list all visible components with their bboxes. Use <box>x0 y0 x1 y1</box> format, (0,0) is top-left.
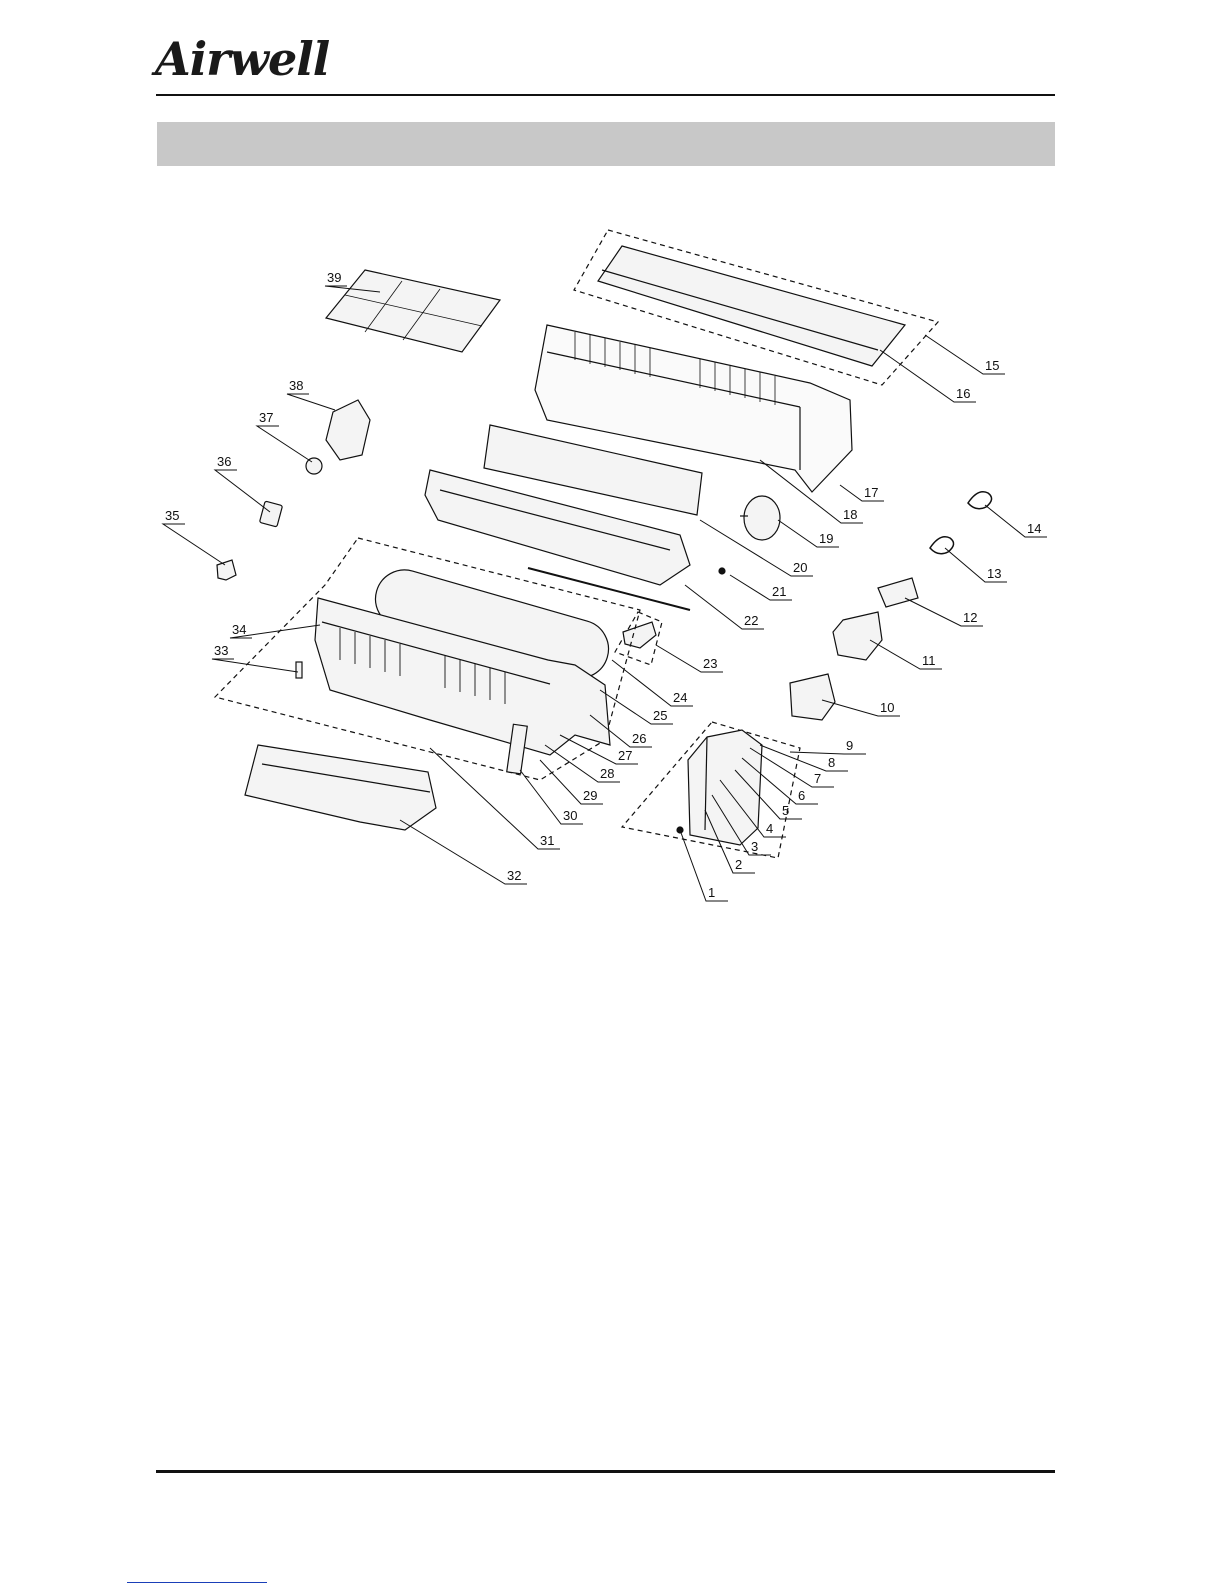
part-label-24: 24 <box>673 690 687 705</box>
part-label-39: 39 <box>327 270 341 285</box>
part-display-board <box>259 501 282 527</box>
footer-link[interactable] <box>127 1568 267 1583</box>
part-label-29: 29 <box>583 788 597 803</box>
part-label-4: 4 <box>766 821 773 836</box>
part-label-36: 36 <box>217 454 231 469</box>
part-label-8: 8 <box>828 755 835 770</box>
part-sensor-14 <box>968 492 992 509</box>
part-label-16: 16 <box>956 386 970 401</box>
leader-line-38 <box>287 394 335 410</box>
part-label-21: 21 <box>772 584 786 599</box>
part-screw-21 <box>719 568 725 574</box>
part-label-15: 15 <box>985 358 999 373</box>
part-label-3: 3 <box>751 839 758 854</box>
part-label-38: 38 <box>289 378 303 393</box>
part-label-20: 20 <box>793 560 807 575</box>
part-label-28: 28 <box>600 766 614 781</box>
part-label-32: 32 <box>507 868 521 883</box>
leader-line-36 <box>215 470 270 512</box>
part-mounting-plate <box>245 745 436 830</box>
part-label-18: 18 <box>843 507 857 522</box>
part-label-7: 7 <box>814 771 821 786</box>
part-label-27: 27 <box>618 748 632 763</box>
part-electric-box <box>833 612 882 660</box>
part-label-23: 23 <box>703 656 717 671</box>
part-bracket-35 <box>217 560 236 580</box>
part-label-5: 5 <box>782 803 789 818</box>
part-label-1: 1 <box>708 885 715 900</box>
part-label-17: 17 <box>864 485 878 500</box>
part-electric-box-cover <box>790 674 835 720</box>
part-label-37: 37 <box>259 410 273 425</box>
part-label-26: 26 <box>632 731 646 746</box>
part-air-filter <box>326 270 500 352</box>
part-cover-plate <box>878 578 918 607</box>
part-label-30: 30 <box>563 808 577 823</box>
part-label-14: 14 <box>1027 521 1041 536</box>
part-step-motor <box>306 458 322 474</box>
part-screw-33 <box>296 662 302 678</box>
part-label-6: 6 <box>798 788 805 803</box>
part-sensor-13 <box>930 537 954 554</box>
part-label-2: 2 <box>735 857 742 872</box>
leader-line-35 <box>163 524 225 565</box>
part-label-11: 11 <box>922 653 936 668</box>
part-label-31: 31 <box>540 833 554 848</box>
part-label-25: 25 <box>653 708 667 723</box>
leader-line-9 <box>790 752 866 754</box>
part-bracket-23 <box>623 622 656 648</box>
parts-layer <box>215 230 992 858</box>
part-label-9: 9 <box>846 738 853 753</box>
leader-line-37 <box>257 426 312 462</box>
part-label-19: 19 <box>819 531 833 546</box>
part-label-10: 10 <box>880 700 894 715</box>
leader-line-7 <box>750 748 834 787</box>
part-label-34: 34 <box>232 622 246 637</box>
part-label-12: 12 <box>963 610 977 625</box>
part-label-22: 22 <box>744 613 758 628</box>
part-label-35: 35 <box>165 508 179 523</box>
part-fan-motor <box>744 496 780 540</box>
leader-line-33 <box>212 659 298 672</box>
footer-rule <box>156 1470 1055 1473</box>
part-label-13: 13 <box>987 566 1001 581</box>
part-label-33: 33 <box>214 643 228 658</box>
